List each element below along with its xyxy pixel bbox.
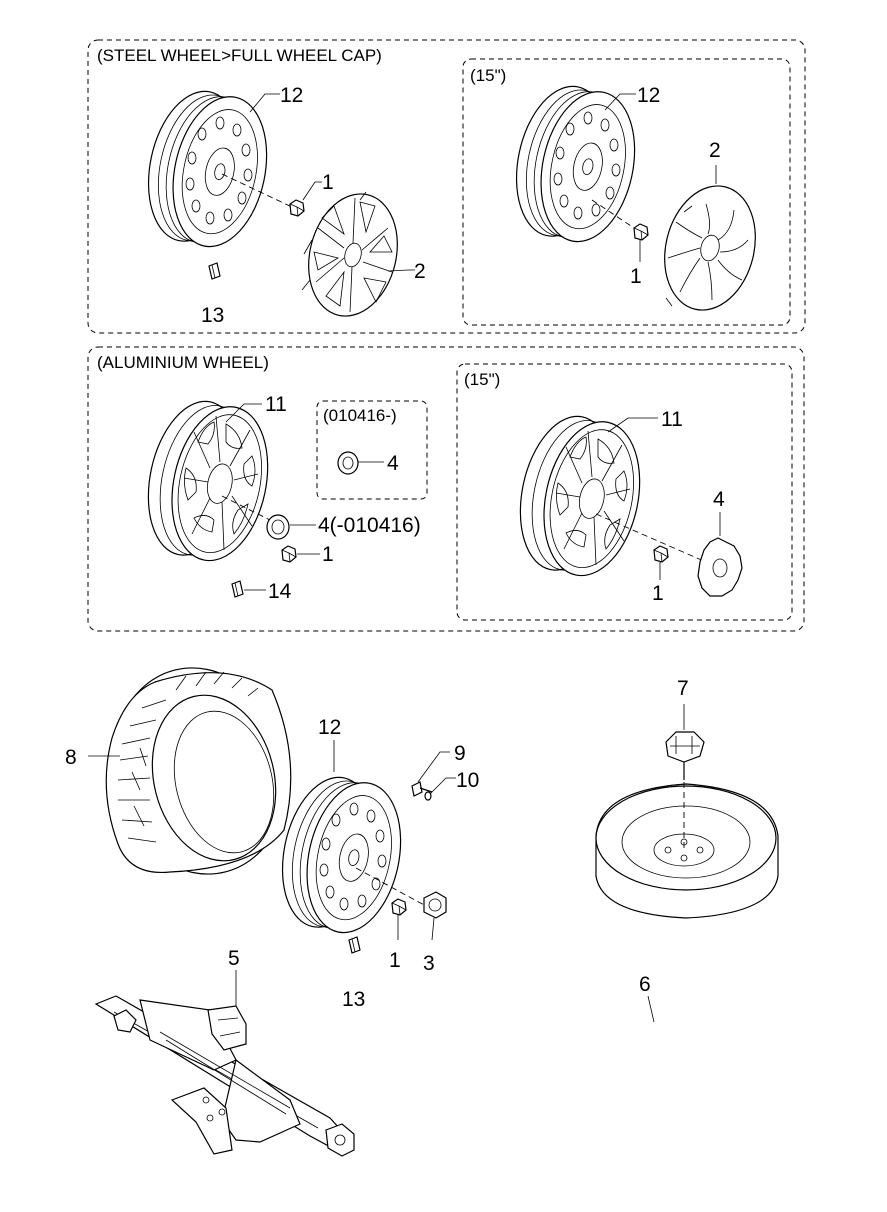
spare-tire-drawing [105, 667, 292, 875]
alu-ornament-new-drawing [337, 451, 359, 475]
callout-alu-nut: 1 [322, 543, 334, 566]
alu-wheel-drawing [134, 392, 282, 571]
steel-wheel-section: (STEEL WHEEL>FULL WHEEL CAP) 12 1 2 13 (… [87, 39, 806, 334]
steel15-wheel-cap-drawing [664, 185, 756, 311]
callout-alu-wheel: 11 [265, 393, 287, 416]
alu15-nut-drawing [653, 545, 669, 563]
alu-010416-header: (010416-) [323, 406, 397, 425]
spare-nut-drawing [391, 898, 407, 916]
callout-steel15-cap: 2 [709, 139, 721, 162]
spare-wheel-drawing [268, 768, 415, 942]
callout-steel-wheel: 12 [280, 84, 303, 107]
callout-alu-ornament-old: 4(-010416) [318, 514, 421, 537]
callout-jack-handle: 6 [639, 973, 651, 996]
callout-spare-wheel: 12 [318, 716, 341, 739]
alu-ornament-old-drawing [266, 514, 290, 540]
steel-nut-drawing [289, 199, 305, 217]
callout-spare-nut: 1 [389, 949, 401, 972]
callout-carrier: 7 [677, 677, 689, 700]
callout-steel-cap: 2 [414, 260, 426, 283]
callout-spare-valve: 13 [342, 988, 365, 1011]
callout-steel15-nut: 1 [630, 265, 642, 288]
callout-alu15-wheel: 11 [661, 408, 683, 431]
spare-valve-drawing [348, 936, 361, 954]
callout-steel-nut: 1 [322, 171, 334, 194]
callout-washer: 10 [456, 769, 479, 792]
alu15-ornament-drawing [697, 537, 743, 597]
aluminium-wheel-header: (ALUMINIUM WHEEL) [97, 353, 269, 372]
callout-alu-valve: 14 [268, 580, 292, 603]
callout-steel-valve: 13 [201, 304, 224, 327]
spare-cap-drawing [423, 891, 447, 919]
jack-handle-drawing [598, 931, 824, 1166]
steel-wheel-cap-drawing [301, 191, 398, 317]
callout-bolt: 9 [454, 742, 466, 765]
alu-15-header: (15") [464, 370, 500, 389]
steel-wheel-header: (STEEL WHEEL>FULL WHEEL CAP) [97, 46, 382, 65]
callout-alu15-nut: 1 [652, 582, 664, 605]
callout-alu-ornament-new: 4 [387, 452, 399, 475]
steel15-wheel-drawing [502, 77, 649, 251]
steel-15-header: (15") [470, 66, 506, 85]
bolt-drawing [411, 781, 433, 801]
callout-spare-cap: 3 [423, 952, 435, 975]
steel-valve-drawing [208, 262, 221, 280]
callout-steel15-wheel: 12 [637, 84, 660, 107]
carrier-tire-drawing [595, 783, 779, 919]
callout-jack: 5 [228, 947, 240, 970]
alu-nut-drawing [281, 545, 297, 563]
aluminium-wheel-section: (ALUMINIUM WHEEL) 11 (010416-) 4 4(-0104… [87, 346, 805, 632]
alu-valve-drawing [231, 580, 244, 598]
carrier-drawing [665, 731, 705, 850]
callout-alu15-ornament: 4 [713, 488, 725, 511]
steel15-nut-drawing [633, 223, 649, 241]
callout-spare-tire: 8 [65, 746, 77, 769]
steel-wheel-drawing [134, 82, 281, 256]
alu15-wheel-drawing [506, 407, 654, 586]
jack-drawing [94, 995, 355, 1157]
